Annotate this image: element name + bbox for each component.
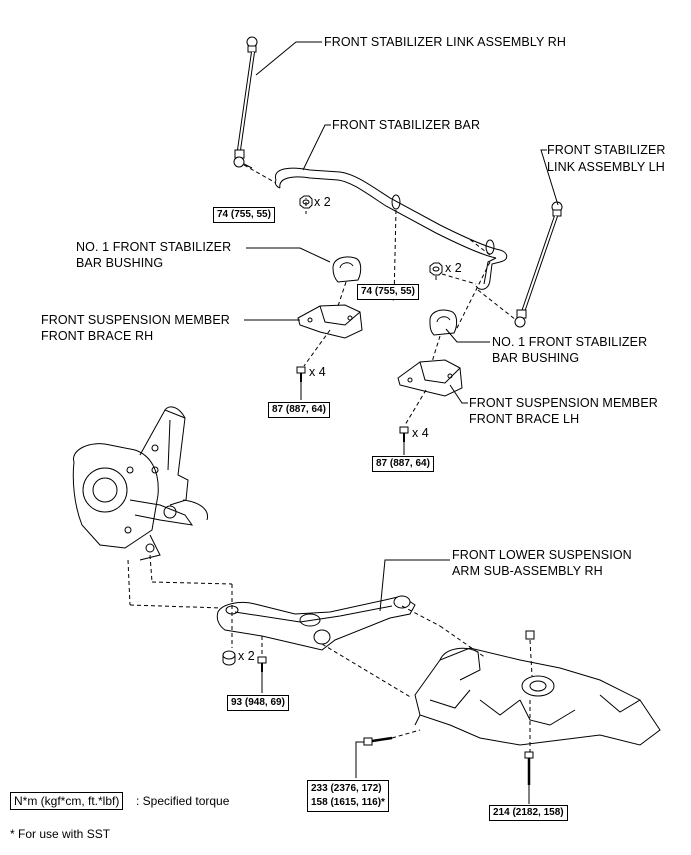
legend-unit-description: : Specified torque [136, 794, 230, 808]
lower-arm-drawing [216, 595, 416, 651]
label-brace-rh-line2: FRONT BRACE RH [41, 329, 154, 343]
legend-unit-box: N*m (kgf*cm, ft.*lbf) [10, 792, 124, 810]
torque-arm-bolt-vertical: 214 (2182, 158) [489, 805, 568, 821]
label-brace-rh-line1: FRONT SUSPENSION MEMBER [41, 313, 230, 327]
label-brace-lh-line2: FRONT BRACE LH [469, 412, 580, 426]
steering-knuckle-drawing [72, 406, 209, 561]
torque-nut-lh: 74 (755, 55) [357, 284, 419, 300]
stabilizer-link-rh-drawing [233, 36, 258, 169]
label-stabilizer-link-lh-line1: FRONT STABILIZER [547, 143, 666, 157]
torque-nut-rh: 74 (755, 55) [213, 207, 275, 223]
label-bushing-lh-line2: BAR BUSHING [492, 351, 580, 365]
label-bushing-rh-line2: BAR BUSHING [76, 256, 164, 270]
stabilizer-bar-drawing [274, 167, 508, 290]
label-stabilizer-bar: FRONT STABILIZER BAR [332, 118, 481, 132]
qty-bolt-brace-rh: x 4 [309, 365, 326, 379]
label-bushing-lh-line1: NO. 1 FRONT STABILIZER [492, 335, 648, 349]
torque-arm-rear-line2: 158 (1615, 116)* [311, 797, 385, 808]
torque-arm-rear: 233 (2376, 172) 158 (1615, 116)* [307, 780, 389, 812]
label-bushing-rh-line1: NO. 1 FRONT STABILIZER [76, 240, 232, 254]
label-brace-lh-line1: FRONT SUSPENSION MEMBER [469, 396, 658, 410]
bolt-drawings [222, 366, 535, 785]
torque-bolt-brace-lh: 87 (887, 64) [372, 456, 434, 472]
qty-bolt-brace-lh: x 4 [412, 426, 429, 440]
footnote-sst: * For use with SST [10, 827, 111, 841]
label-stabilizer-link-lh-line2: LINK ASSEMBLY LH [547, 160, 665, 174]
label-lower-arm-line1: FRONT LOWER SUSPENSION [452, 548, 632, 562]
torque-arm-front: 93 (948, 69) [227, 695, 289, 711]
bushing-drawings [332, 256, 458, 336]
brace-drawings [297, 304, 463, 397]
torque-arm-rear-line1: 233 (2376, 172) [311, 783, 382, 794]
stabilizer-link-lh-drawing [514, 201, 563, 328]
suspension-member-drawing [414, 647, 661, 746]
label-lower-arm-line2: ARM SUB-ASSEMBLY RH [452, 564, 603, 578]
label-stabilizer-link-rh: FRONT STABILIZER LINK ASSEMBLY RH [324, 35, 567, 49]
qty-arm-front: x 2 [238, 649, 255, 663]
torque-bolt-brace-rh: 87 (887, 64) [268, 402, 330, 418]
leader-lines [244, 41, 559, 804]
qty-nut-lh: x 2 [445, 261, 462, 275]
qty-nut-rh: x 2 [314, 195, 331, 209]
